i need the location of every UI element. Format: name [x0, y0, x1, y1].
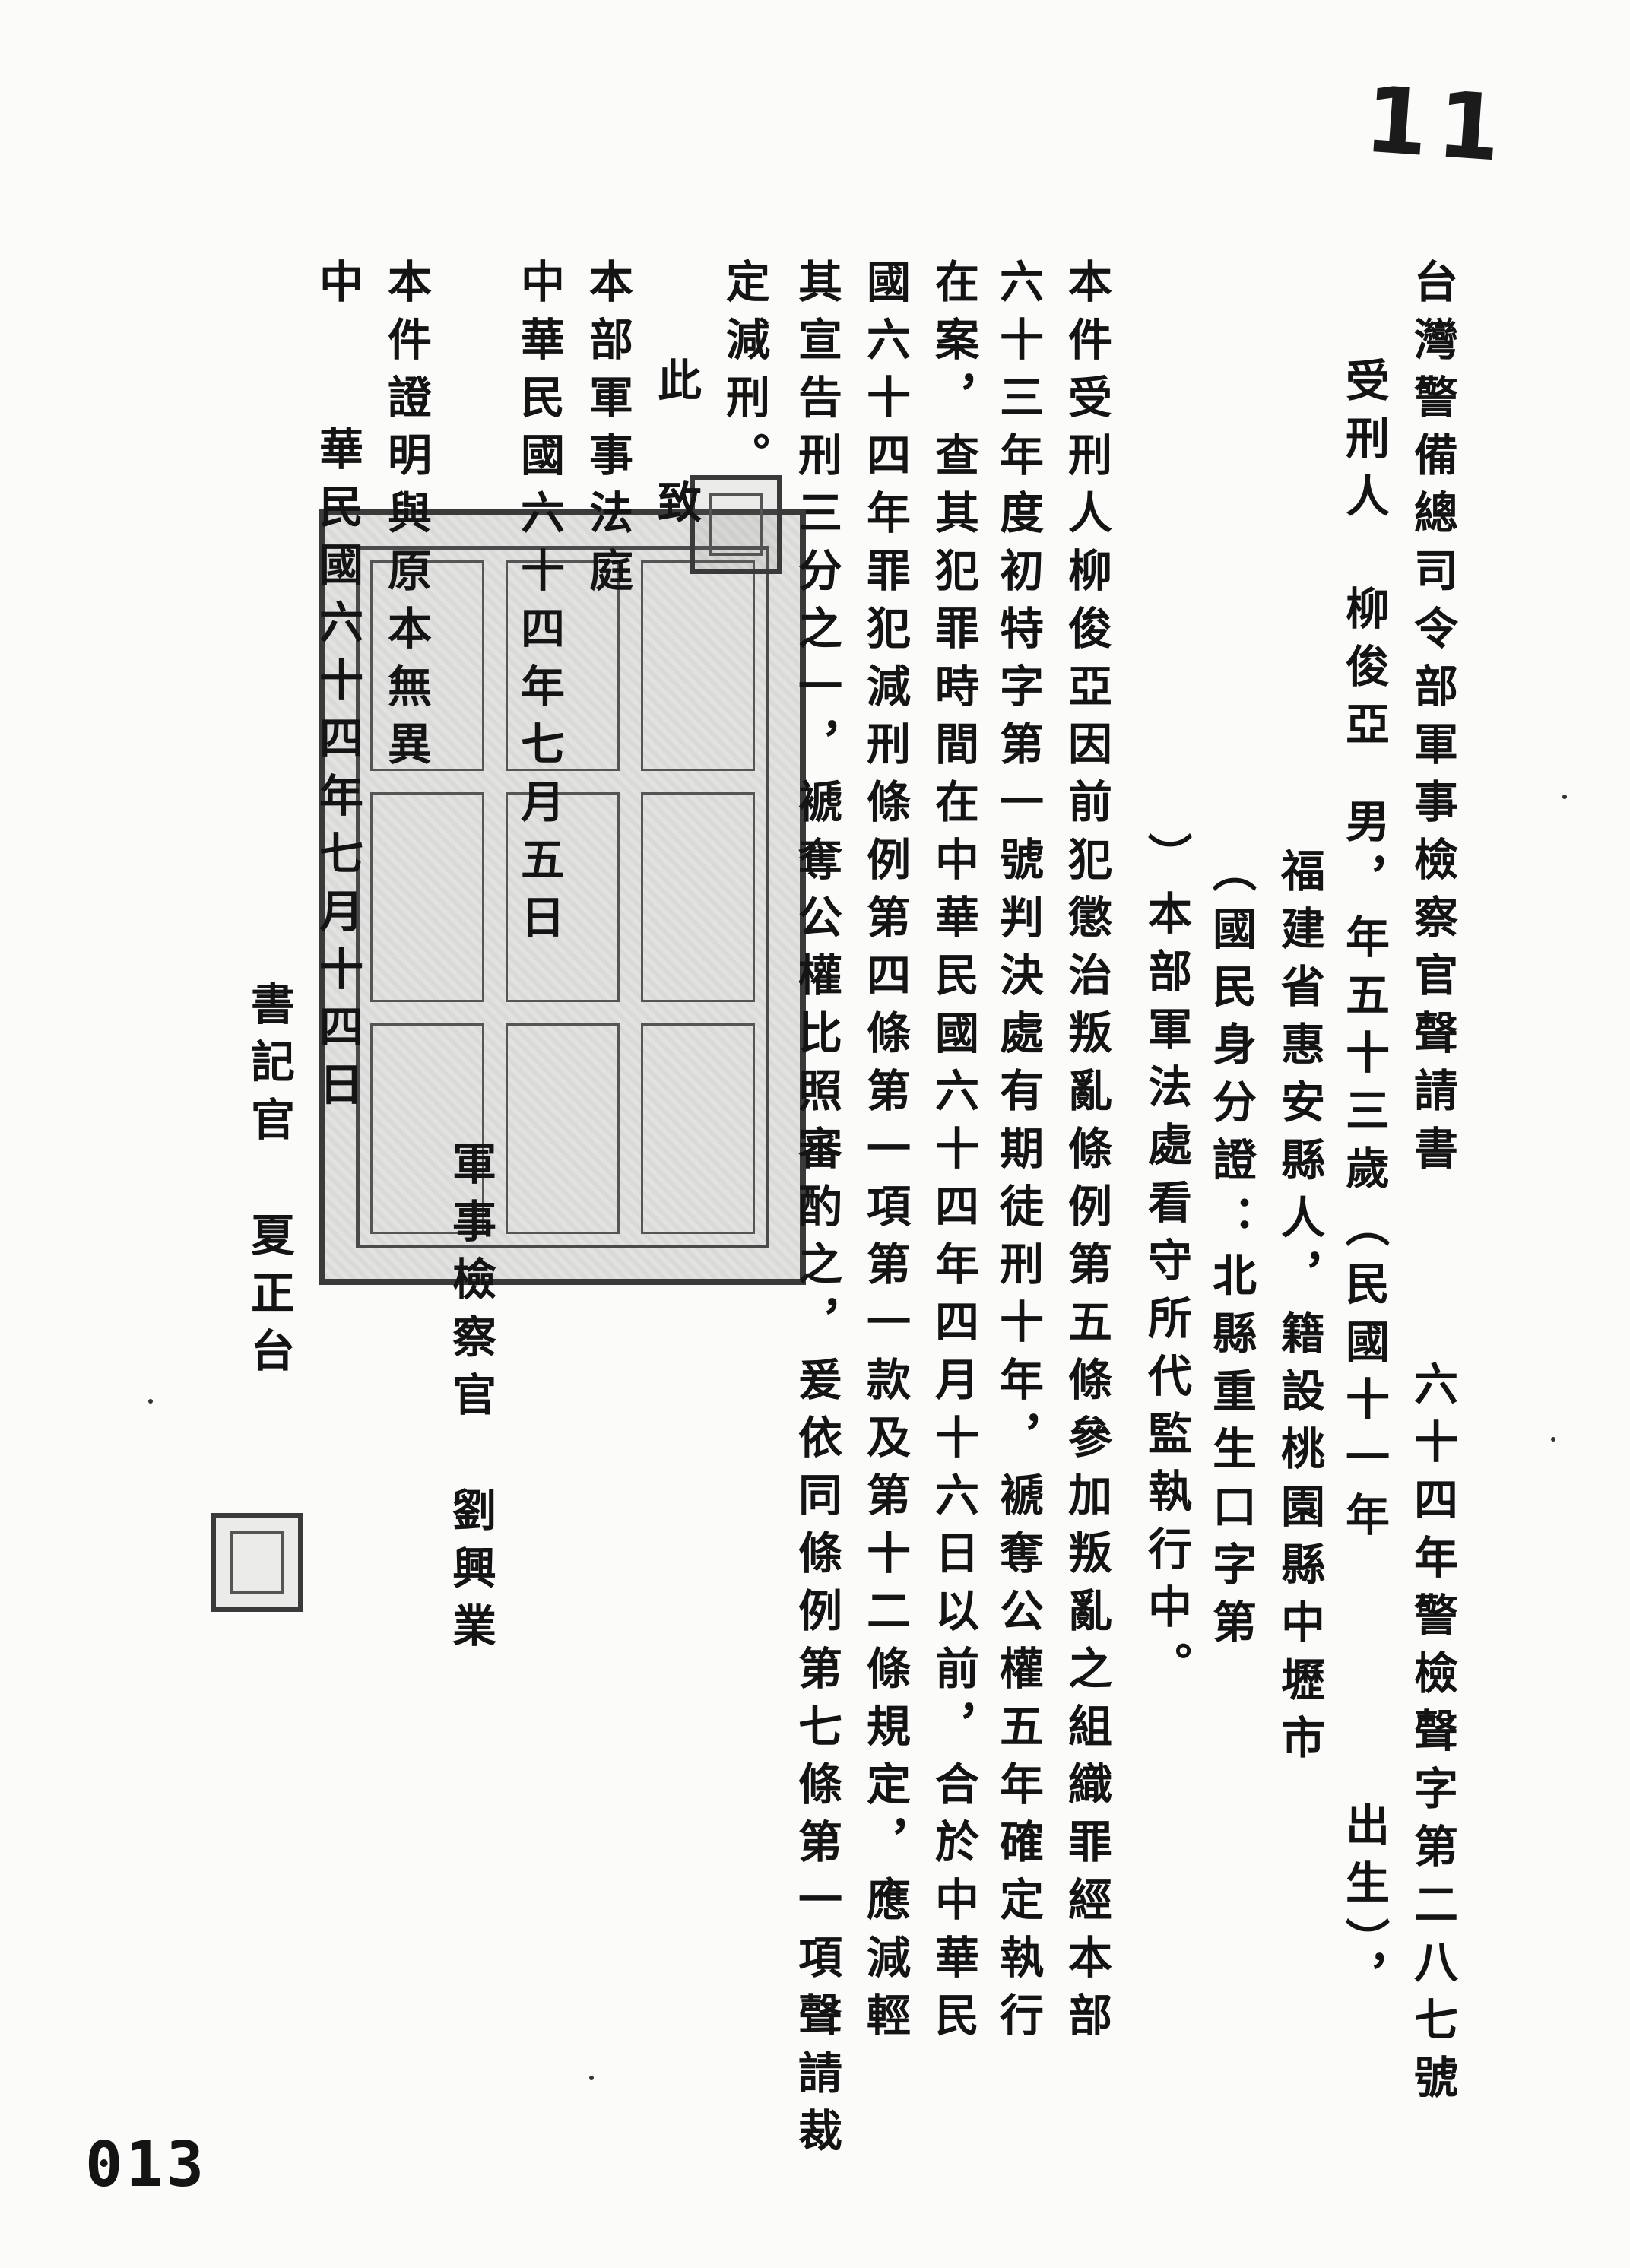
document-title: 台灣警備總司令部軍事檢察官聲請書 [1406, 259, 1458, 1183]
defendant-info-4: ）本部軍法處看守所代監執行中。 [1140, 833, 1192, 1699]
filing-date: 中華民國六十四年七月五日 [513, 259, 565, 952]
addressee: 本部軍事法庭 [582, 259, 633, 605]
scan-speck [1551, 1437, 1555, 1442]
defendant-label: 受刑人 [1338, 357, 1390, 531]
certified-date: 華民國六十四年七月十四日 [312, 426, 363, 1119]
defendant-info-2: 福建省惠安縣人，籍設桃園縣中壢市 [1273, 848, 1325, 1772]
clerk-seal [211, 1513, 303, 1612]
prosecutor-signature: 軍事檢察官 劉興業 [445, 1140, 496, 1661]
seal-pattern [356, 546, 769, 1248]
body-line-3: 在案，查其犯罪時間在中華民國六十四年四月十六日以前，合於中華民 [928, 259, 979, 2050]
body-line-5: 其宣告刑三分之一，褫奪公權比照審酌之，爰依同條例第七條第一項聲請裁 [791, 259, 842, 2165]
scan-speck [589, 2076, 594, 2080]
clerk-signature: 書記官 夏正台 [243, 981, 295, 1385]
defendant-name: 柳俊亞 [1338, 585, 1390, 759]
defendant-info-1: 男，年五十三歲（民國十一年 [1338, 798, 1390, 1550]
body-line-4: 國六十四年罪犯減刑條例第四條第一項第一款及第十二條規定，應減輕 [859, 259, 911, 2050]
addressee-lead-2: 致 [650, 479, 702, 537]
certified-date-lead: 中 [312, 259, 363, 316]
official-seal [319, 509, 806, 1285]
body-line-1: 本件受刑人柳俊亞因前犯懲治叛亂條例第五條參加叛亂之組織罪經本部 [1061, 259, 1112, 2050]
personal-seal [690, 475, 782, 574]
handwritten-mark: 11 [1361, 67, 1514, 183]
scan-speck [148, 1399, 153, 1404]
page-number: 013 [85, 2129, 208, 2201]
certification-note: 本件證明與原本無異 [380, 259, 432, 779]
body-line-6: 定減刑。 [718, 259, 770, 490]
defendant-info-1b: 出生）， [1338, 1802, 1390, 2011]
case-number: 六十四年警檢聲字第二八七號 [1406, 1361, 1458, 2112]
scan-speck [1562, 795, 1567, 799]
body-line-2: 六十三年度初特字第一號判決處有期徒刑十年，褫奪公權五年確定執行 [992, 259, 1044, 2050]
addressee-lead: 此 [650, 357, 702, 415]
defendant-info-3: （國民身分證：北縣重生口字第 [1205, 848, 1257, 1657]
